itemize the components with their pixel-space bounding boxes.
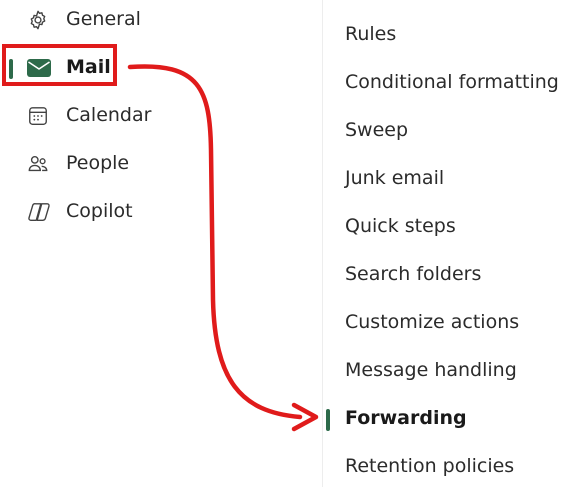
selected-indicator	[326, 409, 330, 431]
menu-item-conditional-formatting[interactable]: Conditional formatting	[323, 63, 561, 103]
menu-item-label: Retention policies	[345, 455, 515, 477]
menu-item-label: Junk email	[345, 167, 445, 189]
menu-item-search-folders[interactable]: Search folders	[323, 255, 561, 295]
menu-item-rules[interactable]: Rules	[323, 15, 561, 55]
mail-settings-list: Rules Conditional formatting Sweep Junk …	[323, 0, 561, 487]
nav-item-label: General	[66, 8, 141, 30]
copilot-icon	[26, 201, 50, 223]
menu-item-label: Quick steps	[345, 215, 456, 237]
menu-item-forwarding[interactable]: Forwarding	[323, 399, 561, 439]
nav-item-label: People	[66, 152, 130, 174]
menu-item-label: Customize actions	[345, 311, 520, 333]
menu-item-label: Conditional formatting	[345, 71, 559, 93]
menu-item-label: Rules	[345, 23, 397, 45]
menu-item-label: Forwarding	[345, 407, 467, 429]
menu-item-quick-steps[interactable]: Quick steps	[323, 207, 561, 247]
menu-item-customize-actions[interactable]: Customize actions	[323, 303, 561, 343]
mail-icon	[26, 57, 51, 79]
menu-item-sweep[interactable]: Sweep	[323, 111, 561, 151]
nav-item-label: Calendar	[66, 104, 152, 126]
menu-item-message-handling[interactable]: Message handling	[323, 351, 561, 391]
settings-nav: General Mail	[2, 8, 152, 223]
people-icon	[26, 153, 50, 175]
menu-item-label: Message handling	[345, 359, 517, 381]
pane-divider	[322, 0, 323, 487]
menu-item-junk-email[interactable]: Junk email	[323, 159, 561, 199]
gear-icon	[26, 9, 50, 31]
menu-item-label: Search folders	[345, 263, 482, 285]
calendar-icon	[26, 105, 50, 127]
selected-indicator	[9, 59, 13, 79]
menu-item-retention-policies[interactable]: Retention policies	[323, 447, 561, 487]
menu-item-label: Sweep	[345, 119, 409, 141]
nav-item-label: Mail	[66, 56, 111, 78]
nav-item-label: Copilot	[66, 200, 133, 222]
